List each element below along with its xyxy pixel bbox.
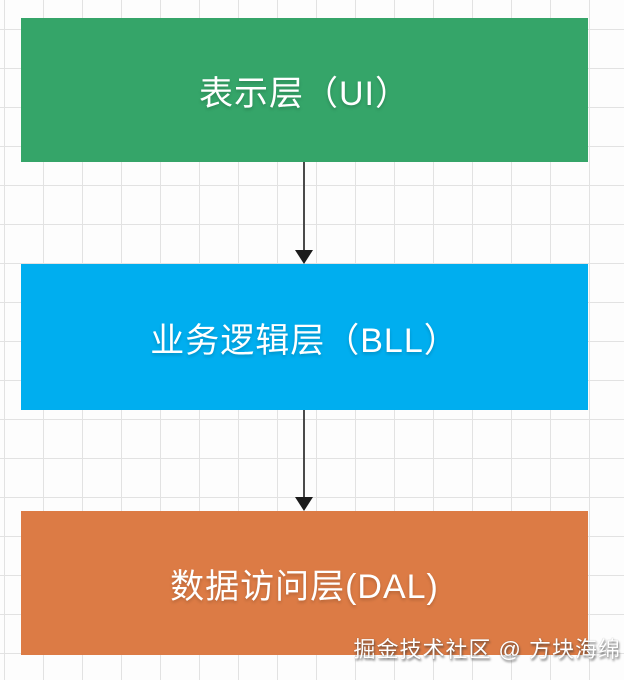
connector-ui-to-bll (295, 162, 313, 264)
arrow-down-icon (295, 497, 313, 511)
layer-box-bll: 业务逻辑层（BLL） (21, 264, 588, 410)
layer-label-dal: 数据访问层(DAL) (170, 567, 439, 606)
connector-bll-to-dal (295, 410, 313, 511)
connector-line (303, 162, 305, 250)
layer-box-ui: 表示层（UI） (21, 18, 588, 162)
layer-label-ui: 表示层（UI） (199, 74, 410, 113)
layer-box-dal: 数据访问层(DAL) (21, 511, 588, 655)
connector-line (303, 410, 305, 497)
layer-label-bll: 业务逻辑层（BLL） (150, 321, 459, 360)
arrow-down-icon (295, 250, 313, 264)
watermark-text: 掘金技术社区 @ 方块海绵 (353, 637, 621, 662)
